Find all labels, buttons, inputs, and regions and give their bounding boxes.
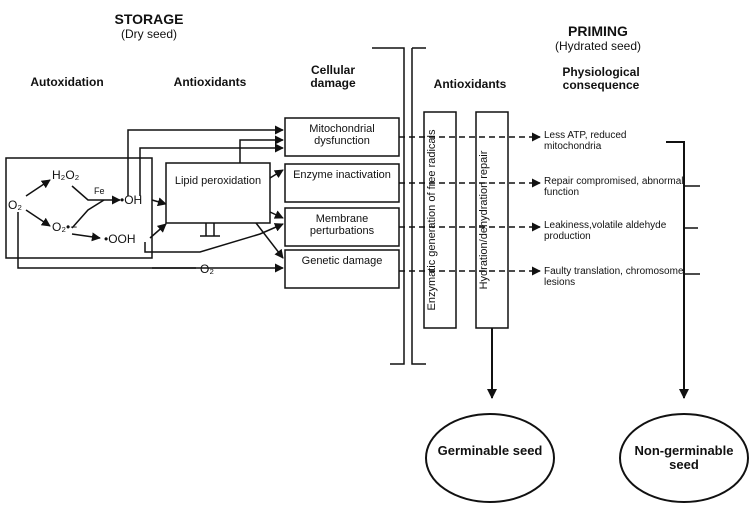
arrow-auto-to-membrane: [144, 223, 284, 253]
arrow-lipid-to-genetic: [255, 222, 284, 259]
arrow-auto-to-enzyme: [139, 143, 284, 196]
lipid-to-o2-loop: [200, 223, 220, 237]
physiological-title: Physiological consequence: [562, 65, 640, 92]
ooh-label: •OOH: [104, 232, 136, 246]
consequence-4: Faulty translation, chromosome lesions: [544, 266, 684, 288]
lipid-peroxidation-label: Lipid peroxidation: [174, 175, 262, 187]
priming-bracket: [411, 47, 426, 365]
hydration-label: Hydration/dehydration repair: [478, 150, 490, 290]
oh-label: •OH: [120, 193, 143, 207]
non-germinable-label: Non-germinable seed: [634, 443, 734, 473]
genetic-box: [284, 249, 400, 289]
enzyme-label: Enzyme inactivation: [293, 169, 391, 181]
priming-header: PRIMING: [568, 23, 628, 39]
lipid-peroxidation-box: [165, 162, 271, 224]
arrow-o2-to-o2minus: [25, 209, 51, 227]
fe-label: Fe: [94, 186, 105, 196]
autoxidation-title: Autoxidation: [30, 75, 104, 89]
h2o2-label: H₂O₂: [52, 168, 80, 182]
arrow-lipid-to-mito: [239, 135, 284, 163]
arrow-o2minus-to-oh: [71, 199, 105, 229]
arrow-o2-to-h2o2: [25, 179, 51, 197]
autoxidation-box: [5, 157, 153, 259]
enzymatic-label: Enzymatic generation of free radicals: [426, 129, 438, 311]
consequence-1: Less ATP, reduced mitochondria: [544, 130, 627, 152]
priming-subheader: (Hydrated seed): [554, 39, 642, 53]
storage-subheader: (Dry seed): [120, 27, 177, 41]
enzymatic-bar: [423, 111, 457, 329]
mito-label: Mitochondrial dysfunction: [309, 123, 375, 147]
consequence-3: Leakiness,volatile aldehyde production: [544, 220, 667, 242]
genetic-label: Genetic damage: [301, 255, 383, 267]
non-germinable-ellipse: [619, 413, 749, 503]
o2-bottom-label: O₂: [200, 262, 214, 276]
o2-left-label: O₂: [8, 198, 22, 212]
arrow-lipid-to-enzyme: [269, 169, 284, 179]
consequence-2: Repair compromised, abnormal function: [544, 176, 684, 198]
arrow-oh-to-lipid: [151, 197, 167, 207]
germinable-label: Germinable seed: [437, 443, 543, 458]
o2-minus-label: O₂•−: [52, 220, 78, 234]
arrow-o2minus-to-ooh: [71, 232, 101, 242]
germinable-ellipse: [425, 413, 555, 503]
arrow-h2o2-to-oh: [71, 185, 121, 205]
membrane-box: [284, 207, 400, 247]
storage-header: STORAGE: [114, 11, 184, 27]
membrane-label: Membrane perturbations: [309, 213, 375, 237]
cellular-damage-title: Cellular damage: [310, 63, 356, 90]
cellular-damage-bracket: [372, 47, 405, 365]
consequence-bracket: [666, 141, 689, 399]
arrow-lipid-to-membrane: [269, 210, 284, 219]
antioxidants-right-title: Antioxidants: [433, 77, 507, 91]
arrow-ooh-to-lipid: [149, 223, 167, 239]
antioxidants-left-title: Antioxidants: [173, 75, 247, 89]
mito-box: [284, 117, 400, 157]
arrow-auto-to-mito: [127, 125, 284, 196]
